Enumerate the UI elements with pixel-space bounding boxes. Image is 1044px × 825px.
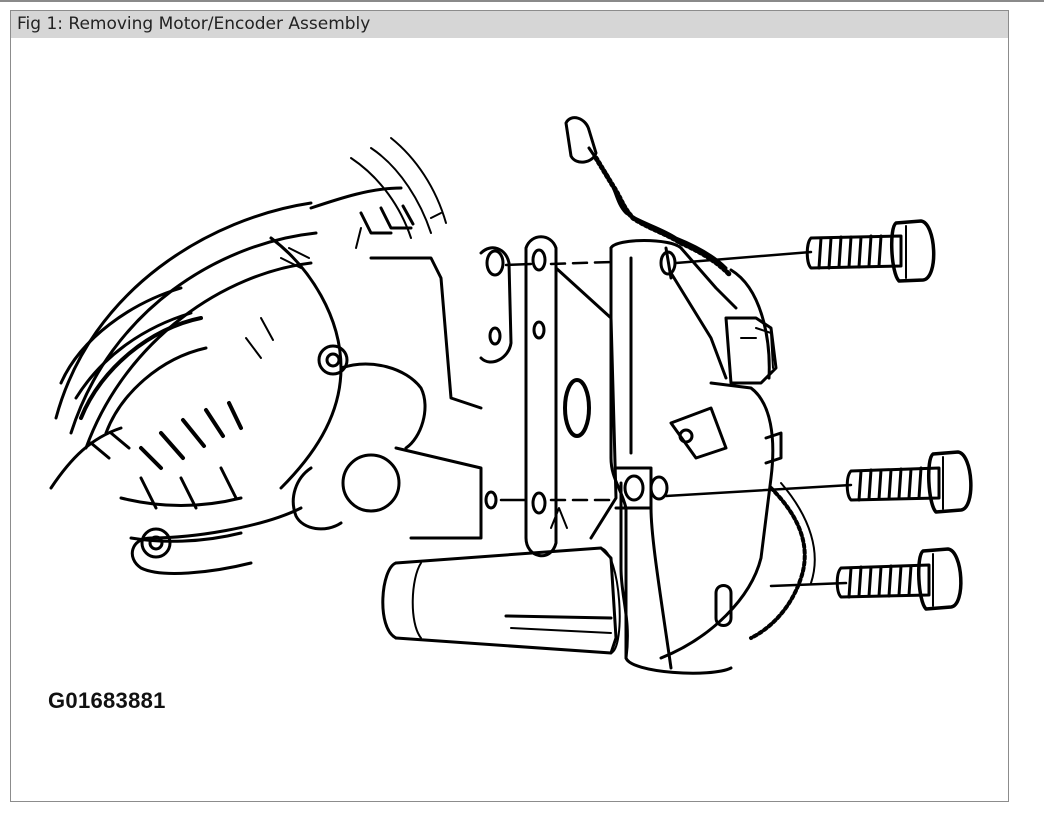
figure-title: Fig 1: Removing Motor/Encoder Assembly <box>11 11 1008 38</box>
figure-code: G01683881 <box>48 688 166 713</box>
electric-motor <box>381 546 621 655</box>
top-rule <box>0 0 1044 2</box>
adapter-bracket <box>479 235 618 558</box>
motor-housing <box>609 239 783 675</box>
bolt-top <box>805 219 936 283</box>
housing-arcs <box>54 137 447 450</box>
bolt-middle <box>845 450 973 514</box>
motor-encoder-illustration <box>49 116 973 675</box>
alignment-lines <box>499 250 853 588</box>
housing-plate <box>130 204 483 575</box>
bolt-bottom <box>835 547 963 611</box>
figure-frame: Fig 1: Removing Motor/Encoder Assembly <box>10 10 1009 802</box>
wire-harness <box>564 116 816 640</box>
gear-ring <box>49 247 310 543</box>
